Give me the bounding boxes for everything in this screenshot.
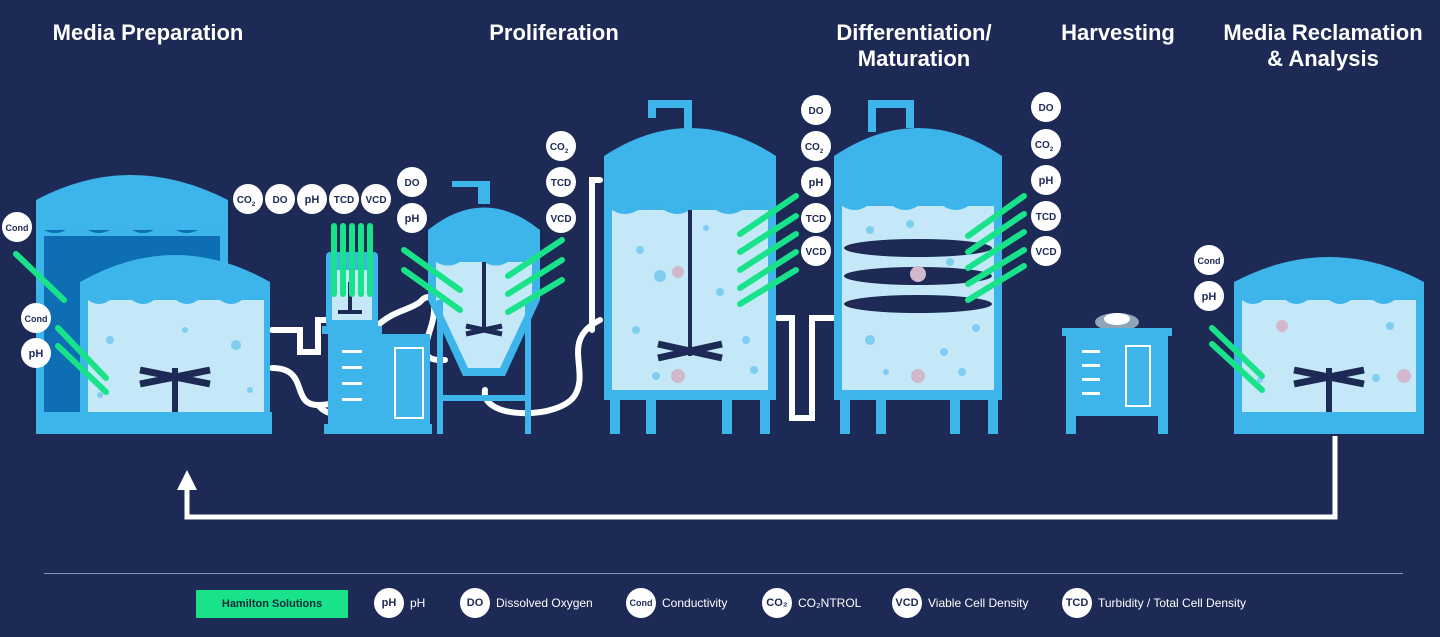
- sensor-badge: VCD: [546, 203, 576, 233]
- svg-text:TCD: TCD: [334, 195, 355, 206]
- svg-text:CO2: CO2: [550, 142, 569, 155]
- svg-text:DO: DO: [1039, 103, 1054, 114]
- sensor-badge: TCD: [546, 167, 576, 197]
- legend: Hamilton Solutions pH pH DO Dissolved Ox…: [0, 588, 1440, 622]
- sensor-badge: CO2: [233, 184, 263, 214]
- stage-title-media-reclamation: Media Reclamation & Analysis: [1223, 20, 1423, 71]
- stage-title-media-preparation: Media Preparation: [52, 20, 244, 45]
- seed-bioreactor: [322, 252, 432, 434]
- svg-text:TCD: TCD: [806, 214, 827, 225]
- media-mixing-tank: [36, 255, 272, 434]
- svg-text:pH: pH: [405, 213, 420, 225]
- svg-text:DO: DO: [273, 195, 288, 206]
- sensor-badge: pH: [1194, 281, 1224, 311]
- legend-label-tcd: Turbidity / Total Cell Density: [1098, 596, 1247, 610]
- conical-bioreactor: [428, 181, 540, 434]
- legend-badge-do: DO: [460, 588, 490, 618]
- sensor-badge: VCD: [801, 236, 831, 266]
- sensor-badge: DO: [801, 95, 831, 125]
- legend-hamilton-solutions-key: Hamilton Solutions: [196, 590, 348, 618]
- svg-text:TCD: TCD: [1036, 212, 1057, 223]
- sensor-badge: CO2: [1031, 129, 1061, 159]
- sensor-badge: pH: [397, 203, 427, 233]
- stage-title-proliferation: Proliferation: [489, 20, 619, 45]
- sensor-badge: Cond: [2, 212, 32, 242]
- svg-text:VCD: VCD: [365, 195, 386, 206]
- sensor-badge: pH: [801, 167, 831, 197]
- sensor-probes: [13, 193, 1265, 395]
- svg-text:pH: pH: [1039, 175, 1054, 187]
- sensor-badge: pH: [1031, 165, 1061, 195]
- sensor-badge: CO2: [546, 131, 576, 161]
- stage-title-differentiation: Differentiation/ Maturation: [836, 20, 992, 71]
- legend-divider: [44, 573, 1403, 574]
- harvesting-station: [1062, 313, 1172, 434]
- sensor-badge: TCD: [801, 203, 831, 233]
- stage-title-harvesting: Harvesting: [1061, 20, 1175, 45]
- svg-text:CO2: CO2: [805, 142, 824, 155]
- svg-text:Cond: Cond: [6, 223, 29, 233]
- differentiation-bioreactor: [834, 100, 1002, 434]
- svg-text:CO2: CO2: [1035, 140, 1054, 153]
- legend-badge-vcd: VCD: [892, 588, 922, 618]
- svg-text:pH: pH: [809, 177, 824, 189]
- sensor-badge: TCD: [329, 184, 359, 214]
- sensor-badge: DO: [397, 167, 427, 197]
- return-flow-arrow: [177, 436, 1338, 520]
- svg-text:VCD: VCD: [805, 247, 826, 258]
- svg-text:pH: pH: [1202, 291, 1217, 303]
- sensor-badge: TCD: [1031, 201, 1061, 231]
- legend-badge-cond: Cond: [626, 588, 656, 618]
- sensor-badge: pH: [21, 338, 51, 368]
- svg-text:Cond: Cond: [25, 314, 48, 324]
- legend-badge-ph: pH: [374, 588, 404, 618]
- legend-label-do: Dissolved Oxygen: [496, 596, 593, 610]
- production-bioreactor: [604, 100, 776, 434]
- svg-text:pH: pH: [29, 348, 44, 360]
- svg-text:DO: DO: [809, 106, 824, 117]
- sensor-badge: DO: [265, 184, 295, 214]
- svg-text:Cond: Cond: [1198, 256, 1221, 266]
- sensor-badge: pH: [297, 184, 327, 214]
- svg-text:DO: DO: [405, 178, 420, 189]
- legend-badge-co2: CO₂: [762, 588, 792, 618]
- legend-label-co2: CO₂NTROL: [798, 596, 862, 610]
- legend-label-vcd: Viable Cell Density: [928, 596, 1029, 610]
- sensor-badge: VCD: [1031, 236, 1061, 266]
- reclamation-tank: [1234, 257, 1424, 434]
- svg-text:TCD: TCD: [551, 178, 572, 189]
- legend-label-ph: pH: [410, 596, 426, 610]
- sensor-badge: Cond: [21, 303, 51, 333]
- sensor-badge: CO2: [801, 131, 831, 161]
- svg-text:pH: pH: [305, 194, 320, 206]
- legend-badge-tcd: TCD: [1062, 588, 1092, 618]
- sensor-badge: DO: [1031, 92, 1061, 122]
- sensor-badge: Cond: [1194, 245, 1224, 275]
- sensor-badge: VCD: [361, 184, 391, 214]
- svg-text:CO2: CO2: [237, 195, 256, 208]
- svg-text:VCD: VCD: [1035, 247, 1056, 258]
- legend-label-cond: Conductivity: [662, 596, 728, 610]
- svg-text:VCD: VCD: [550, 214, 571, 225]
